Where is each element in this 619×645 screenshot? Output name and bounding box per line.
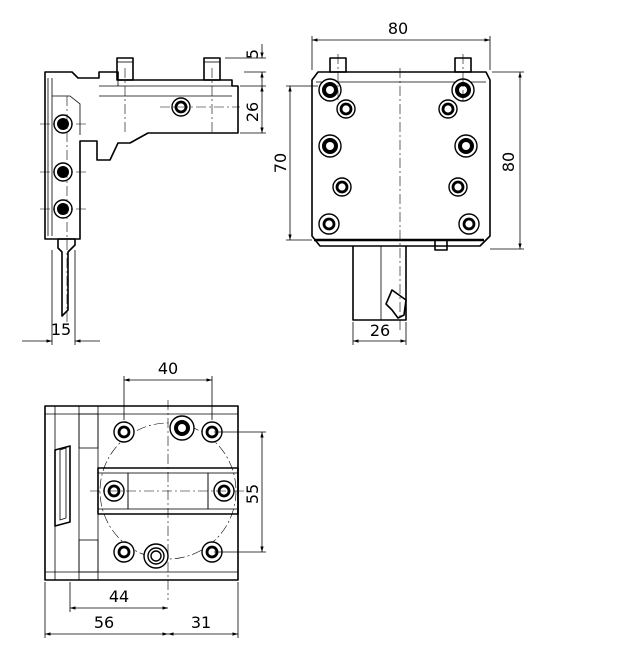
side-dim-tool-offset: 15 [22, 250, 100, 345]
side-top-pin-right [203, 57, 221, 81]
dim-label-70: 70 [271, 153, 290, 173]
dim-label-44: 44 [109, 587, 129, 606]
top-bolt-bl [113, 541, 135, 563]
top-bolt-tm [169, 415, 195, 441]
front-bolt-mr [454, 134, 478, 158]
front-bolt-tl2 [336, 99, 356, 119]
top-bolt-bm [143, 543, 169, 569]
top-clamp-wedge [54, 445, 71, 527]
dim-label-31: 31 [191, 613, 211, 632]
top-dim-right-width: 31 [168, 613, 238, 636]
top-dim-bolt-vertical: 55 [214, 431, 266, 553]
top-dim-bolt-spacing: 40 [123, 359, 213, 420]
front-bottom-pin [434, 239, 448, 251]
dim-label-40: 40 [158, 359, 178, 378]
front-dim-shank: 26 [352, 321, 407, 345]
dim-label-55: 55 [243, 484, 262, 504]
front-bolt-tr2 [438, 99, 458, 119]
front-bolt-br [458, 213, 480, 235]
dim-label-26-front: 26 [370, 321, 390, 340]
side-top-pin-left [116, 57, 134, 81]
top-view [44, 400, 250, 600]
dim-label-80-top: 80 [388, 19, 408, 38]
dim-label-56: 56 [94, 613, 114, 632]
front-bolt-tl [318, 78, 342, 102]
top-bolt-tl [113, 421, 135, 443]
front-shank [352, 246, 407, 321]
top-dim-left-width: 56 [44, 582, 239, 638]
front-dim-height-inner: 70 [271, 85, 318, 241]
side-view-body [44, 71, 239, 240]
side-tool-insert [57, 238, 76, 317]
side-dim-height: 26 [240, 85, 266, 134]
front-bolt-cl [332, 177, 352, 197]
front-view [311, 54, 491, 330]
dim-label-26-side: 26 [243, 102, 262, 122]
dim-label-5: 5 [243, 49, 262, 59]
dim-label-15: 15 [51, 320, 71, 339]
front-bolt-bl [318, 213, 340, 235]
front-view-body [311, 71, 491, 247]
front-tool-tip [385, 289, 407, 319]
dim-label-80-right: 80 [499, 152, 518, 172]
front-bolt-ml [318, 134, 342, 158]
front-dim-width: 80 [311, 19, 491, 70]
top-dim-offset: 44 [69, 582, 168, 612]
front-bolt-cr [448, 177, 468, 197]
front-dim-height-outer: 80 [490, 71, 524, 250]
side-dim-pin-height: 5 [225, 44, 266, 86]
side-view [40, 57, 240, 322]
